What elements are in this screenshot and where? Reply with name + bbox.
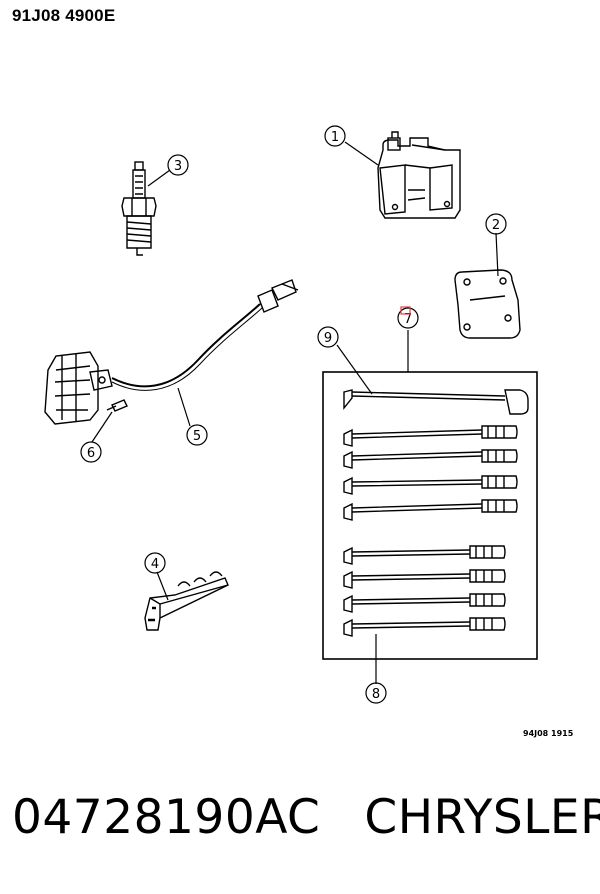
callout-2-label: 2	[492, 218, 500, 233]
callout-8-label: 8	[372, 687, 380, 702]
spark-plug-illustration	[121, 161, 157, 256]
part-number: 04728190AC	[12, 790, 321, 845]
callout-4-label: 4	[151, 557, 159, 572]
ignition-coil-illustration	[377, 131, 461, 219]
spark-plug-wires-group	[343, 425, 518, 637]
callout-4: 4	[144, 552, 166, 574]
callout-6-label: 6	[87, 446, 95, 461]
callout-9: 9	[317, 326, 339, 348]
callout-5-label: 5	[193, 429, 201, 444]
callout-2: 2	[485, 213, 507, 235]
callout-8: 8	[365, 682, 387, 704]
callout-7: 7	[397, 306, 419, 329]
parts-diagram: 1 2 3 4 5 6 7 8 9	[44, 125, 538, 704]
brand-name: CHRYSLER	[364, 790, 600, 845]
sensor-screw-illustration	[106, 399, 128, 412]
wire-set-box	[322, 371, 538, 660]
coil-wire-illustration	[343, 389, 529, 415]
callout-5: 5	[186, 424, 208, 446]
sensor-cable-illustration	[44, 279, 299, 425]
figure-reference: 94J08 1915	[523, 729, 574, 738]
callout-9-label: 9	[324, 331, 332, 346]
callout-3-label: 3	[174, 159, 182, 174]
coil-bracket-illustration	[454, 269, 521, 339]
callout-1-label: 1	[331, 130, 339, 145]
highlight-marker	[400, 306, 411, 315]
callout-7-label: 7	[404, 312, 412, 327]
callout-6: 6	[80, 441, 102, 463]
callout-3: 3	[167, 154, 189, 176]
footer: 04728190AC CHRYSLER	[12, 790, 600, 845]
wire-separator-illustration	[144, 571, 229, 631]
diagram-code: 91J08 4900E	[12, 6, 116, 25]
leader-lines	[91, 141, 499, 684]
callout-1: 1	[324, 125, 346, 147]
